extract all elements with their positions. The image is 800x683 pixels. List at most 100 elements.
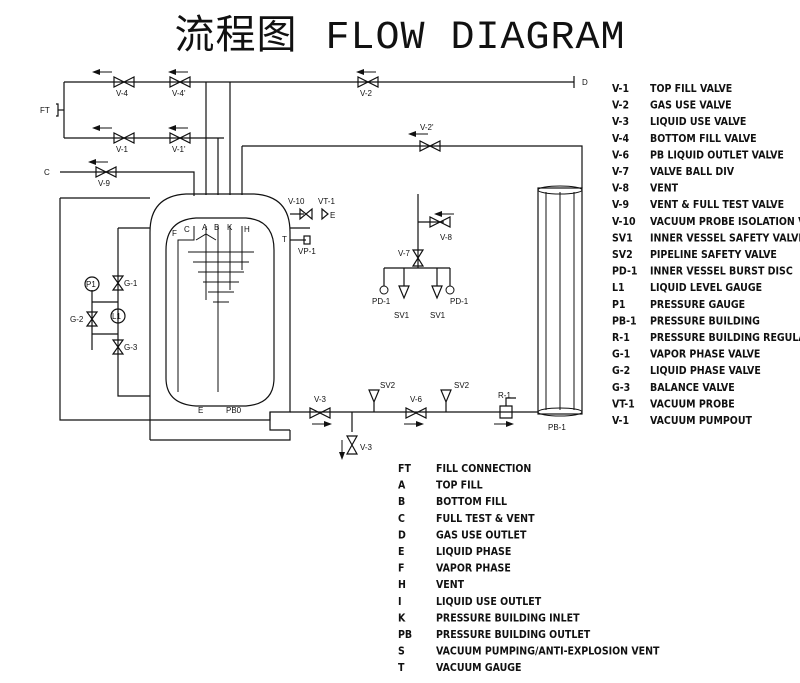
level-gauge-symbol: [110, 308, 126, 324]
connection-legend-item-desc: FULL TEST & VENT: [436, 513, 535, 525]
valve-legend-item-desc: BALANCE VALVE: [650, 382, 735, 394]
valve-v1-symbol: [113, 132, 135, 144]
burst-disc-b-symbol: [445, 285, 455, 295]
connection-legend-item-code: S: [398, 646, 405, 658]
valve-v7-symbol: [411, 249, 425, 267]
valve-legend-item-desc: VACUUM PROBE ISOLATION VALVE: [650, 216, 800, 228]
diagram-labels: FT C D V-4 V-4' V-1 V-1' V-2 V-2' V-9 V-…: [40, 78, 588, 452]
valve-legend-item-desc: PRESSURE BUILDING REGULATOR: [650, 332, 800, 344]
label-g2: G-2: [70, 315, 84, 324]
valve-v9-symbol: [95, 166, 117, 178]
valve-v3-symbol: [309, 407, 331, 419]
connection-legend-item-desc: FILL CONNECTION: [436, 463, 531, 475]
connection-legend-item-code: A: [398, 480, 406, 492]
valve-legend-item-desc: PRESSURE GAUGE: [650, 299, 745, 311]
label-c-top: C: [184, 225, 190, 234]
valve-v6-symbol: [405, 407, 427, 419]
valve-legend-item-desc: LIQUID USE VALVE: [650, 116, 746, 128]
valve-legend-item-code: L1: [612, 282, 625, 294]
connection-legend-item-code: E: [398, 546, 404, 558]
valve-legend-item-code: PB-1: [612, 315, 637, 327]
valve-legend-item-code: V-3: [612, 116, 629, 128]
valve-legend-item-code: P1: [612, 299, 626, 311]
valve-v1p-symbol: [169, 132, 191, 144]
regulator-r1-symbol: [499, 405, 513, 419]
valve-legend-item-desc: TOP FILL VALVE: [650, 83, 732, 95]
valve-legend-item-desc: INNER VESSEL BURST DISC: [650, 266, 793, 278]
connection-legend-item-desc: GAS USE OUTLET: [436, 529, 527, 541]
connection-legend-item-code: F: [398, 563, 404, 575]
connection-legend-item-desc: VACUUM PUMPING/ANTI-EXPLOSION VENT: [436, 646, 660, 658]
valve-legend-item-desc: LIQUID PHASE VALVE: [650, 365, 761, 377]
label-pb-outlet: PB0: [226, 406, 242, 415]
title-english: FLOW DIAGRAM: [325, 16, 626, 61]
valve-g1-symbol: [111, 275, 125, 291]
valve-legend-item-code: V-9: [612, 199, 629, 211]
connection-legend-item-desc: PRESSURE BUILDING INLET: [436, 612, 580, 624]
connection-legend-item-code: T: [398, 662, 405, 674]
label-sv1b: SV1: [430, 311, 446, 320]
label-v1p: V-1': [172, 145, 186, 154]
connection-legend-item-code: K: [398, 612, 406, 624]
connection-legend-item-desc: PRESSURE BUILDING OUTLET: [436, 629, 591, 641]
valve-legend-item-code: PD-1: [612, 266, 637, 278]
valve-legend-item-code: G-1: [612, 349, 630, 361]
valve-v3b-symbol: [345, 435, 359, 455]
label-v8: V-8: [440, 233, 453, 242]
label-vt1: VT-1: [318, 197, 335, 206]
label-g3: G-3: [124, 343, 138, 352]
piping: [56, 76, 583, 441]
connection-legend-item-desc: LIQUID PHASE: [436, 546, 511, 558]
connection-legend-item-desc: BOTTOM FILL: [436, 496, 507, 508]
safety-valve-sv2b-symbol: [440, 389, 452, 404]
connection-legend-item-code: I: [398, 596, 402, 608]
label-f: F: [172, 229, 177, 238]
label-p1: P1: [86, 280, 96, 289]
connection-legend-item-code: FT: [398, 463, 411, 475]
valve-legend-item-desc: VENT & FULL TEST VALVE: [650, 199, 784, 211]
valve-legend-item-desc: BOTTOM FILL VALVE: [650, 133, 757, 145]
label-pd1a: PD-1: [372, 297, 391, 306]
valve-legend-item-code: V-4: [612, 133, 629, 145]
label-b: B: [214, 223, 219, 232]
pressure-gauge-symbol: [84, 276, 100, 292]
valves: [84, 76, 516, 455]
connection-legend-item-desc: VACUUM GAUGE: [436, 662, 522, 674]
label-v1: V-1: [116, 145, 129, 154]
valve-legend-item-desc: INNER VESSEL SAFETY VALVE: [650, 232, 800, 244]
safety-valve-sv1b-symbol: [431, 285, 443, 300]
valve-legend-item-desc: GAS USE VALVE: [650, 100, 732, 112]
label-sv1a: SV1: [394, 311, 410, 320]
valve-legend-item-code: SV1: [612, 232, 633, 244]
valve-legend-item-desc: VACUUM PROBE: [650, 398, 735, 410]
valve-legend-item-code: R-1: [612, 332, 630, 344]
connection-legend-item-desc: VAPOR PHASE: [436, 563, 511, 575]
valve-legend-item-desc: VALVE BALL DIV: [650, 166, 735, 178]
label-v3b: V-3: [360, 443, 373, 452]
label-sv2a: SV2: [380, 381, 396, 390]
label-l1: L1: [112, 312, 121, 321]
valve-legend-item-code: V-1: [612, 83, 629, 95]
label-v10: V-10: [288, 197, 305, 206]
burst-disc-a-symbol: [379, 285, 389, 295]
valve-legend-item-desc: VACUUM PUMPOUT: [650, 415, 752, 427]
label-ft: FT: [40, 106, 50, 115]
safety-valve-sv1a-symbol: [398, 285, 410, 300]
label-pd1b: PD-1: [450, 297, 469, 306]
label-h: H: [244, 225, 250, 234]
label-d: D: [582, 78, 588, 87]
valve-legend-item-code: V-8: [612, 183, 629, 195]
label-k: K: [227, 223, 233, 232]
connection-legend-item-desc: VENT: [436, 579, 465, 591]
connection-legend-item-code: D: [398, 529, 406, 541]
vacuum-probe-symbol: [321, 207, 329, 221]
label-vp1: VP-1: [298, 247, 316, 256]
valve-legend-item-code: VT-1: [612, 398, 635, 410]
valve-v2p-symbol: [419, 140, 441, 152]
valve-v8-symbol: [429, 216, 451, 228]
label-e-side: E: [330, 211, 335, 220]
valve-legend-item-desc: PIPELINE SAFETY VALVE: [650, 249, 777, 261]
